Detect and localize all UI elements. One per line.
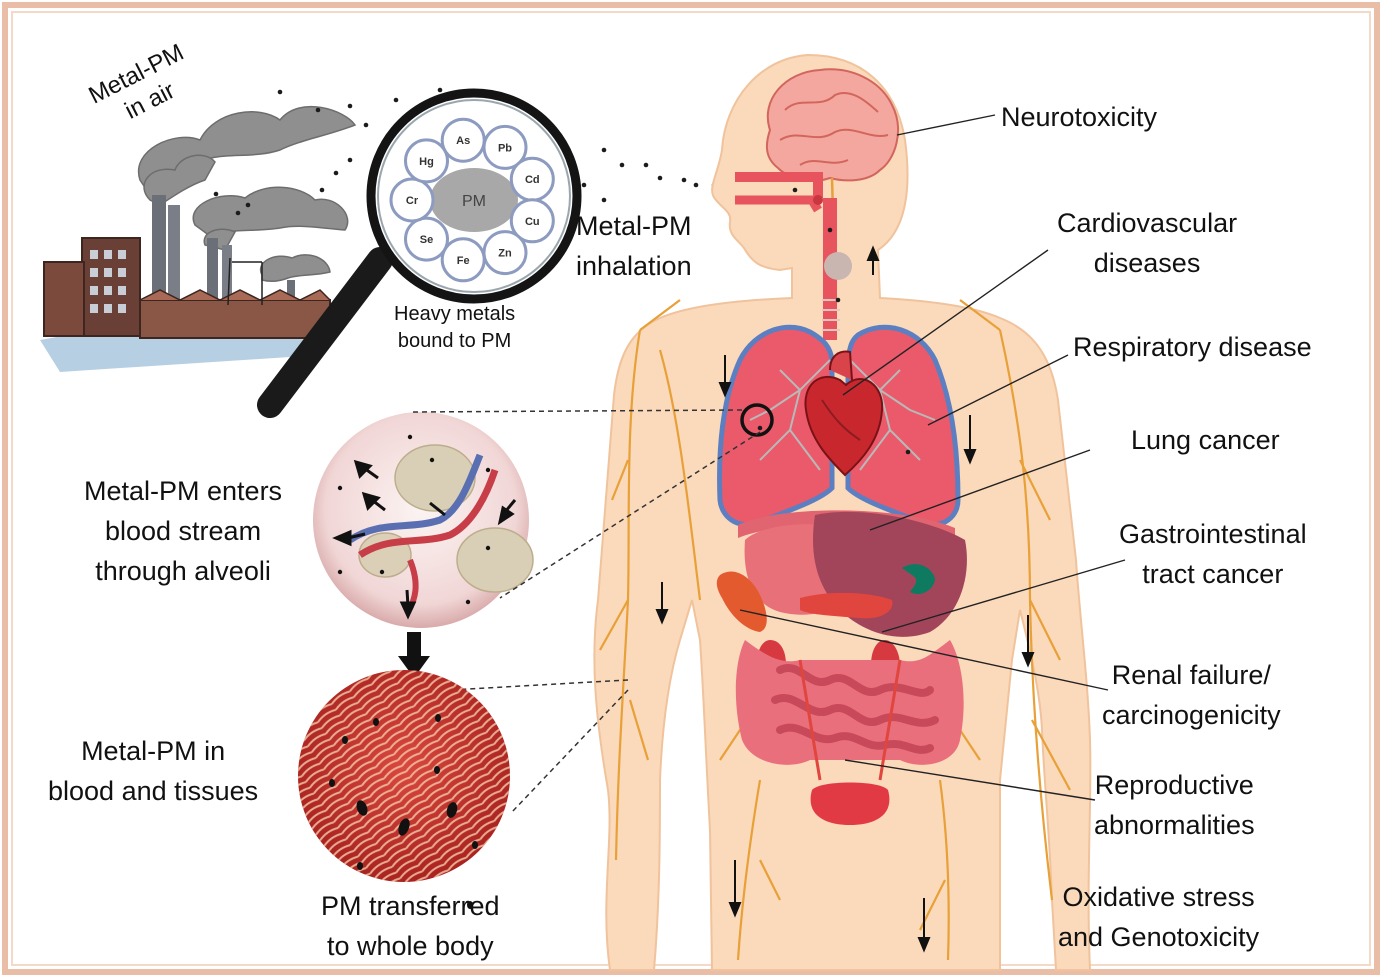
pm-core (430, 168, 518, 232)
pm-core-label: PM (462, 193, 486, 210)
abdominal-organs (716, 510, 967, 825)
effect-lung-cancer: Lung cancer (1131, 420, 1280, 460)
effect-oxidative-text: Oxidative stress and Genotoxicity (1058, 882, 1260, 952)
tissue-zoom (298, 670, 510, 909)
metal-label: Pb (498, 142, 512, 154)
spleen (716, 571, 767, 632)
metal-label: Cr (406, 195, 419, 207)
down-arrow (398, 632, 430, 678)
effect-oxidative: Oxidative stress and Genotoxicity (1058, 877, 1259, 957)
label-alveoli-text: Metal-PM enters blood stream through alv… (84, 476, 283, 586)
effect-cardiovascular: Cardiovascular diseases (1057, 203, 1237, 283)
alveoli-zoom (313, 412, 534, 628)
effect-respiratory-text: Respiratory disease (1073, 332, 1312, 362)
metal-label: As (456, 135, 470, 147)
effect-neurotoxicity: Neurotoxicity (1001, 97, 1157, 137)
label-transferred: PM transferred to whole body (321, 886, 500, 966)
label-transferred-text: PM transferred to whole body (321, 891, 500, 961)
lungs (717, 324, 961, 528)
leader-lines (739, 114, 1126, 801)
metal-label: Cu (525, 216, 540, 228)
effect-gastrointestinal-text: Gastrointestinal tract cancer (1119, 519, 1307, 589)
factory-building-left (43, 261, 85, 337)
factory-roof (139, 289, 331, 301)
effect-renal-text: Renal failure/ carcinogenicity (1102, 660, 1281, 730)
pancreas (800, 592, 893, 619)
metal-label: Se (420, 234, 433, 246)
alveoli-zoom-circle (740, 403, 774, 437)
factory-hall (139, 299, 331, 339)
effect-reproductive: Reproductive abnormalities (1094, 765, 1255, 845)
factory-illustration (40, 105, 357, 372)
chimney-2 (168, 205, 180, 310)
chimney-4 (222, 245, 232, 307)
effect-renal: Renal failure/ carcinogenicity (1102, 655, 1281, 735)
effect-reproductive-text: Reproductive abnormalities (1094, 770, 1255, 840)
metal-circle (440, 237, 486, 283)
label-heavy-metals-text: Heavy metals bound to PM (394, 303, 516, 352)
label-heavy-metals: Heavy metals bound to PM (394, 301, 515, 355)
metal-circle (404, 138, 449, 184)
transport-arrows (655, 245, 1035, 953)
metal-label: Cd (525, 174, 540, 186)
air-particles (213, 87, 717, 216)
body-particles (757, 187, 911, 455)
metal-label: Hg (419, 156, 434, 168)
label-inhalation: Metal-PM inhalation (576, 206, 692, 286)
zoom-connectors (411, 409, 761, 813)
effect-gastrointestinal: Gastrointestinal tract cancer (1119, 514, 1307, 594)
factory-windows (90, 250, 126, 313)
bladder (810, 782, 890, 825)
label-tissues-text: Metal-PM in blood and tissues (48, 736, 259, 806)
bronchi (749, 359, 936, 471)
metal-circle (404, 216, 449, 262)
chimney-1 (152, 195, 166, 310)
metal-circle (389, 177, 435, 223)
metal-label: Zn (498, 248, 512, 260)
effect-cardiovascular-text: Cardiovascular diseases (1057, 208, 1238, 278)
metal-circle (482, 124, 528, 170)
label-alveoli: Metal-PM enters blood stream through alv… (84, 471, 282, 591)
label-tissues: Metal-PM in blood and tissues (48, 731, 258, 811)
effect-neurotoxicity-text: Neurotoxicity (1001, 102, 1158, 132)
chimney-3 (207, 238, 218, 308)
chimney-5 (287, 280, 295, 308)
heart (804, 350, 884, 477)
alveoli-circle (313, 412, 529, 628)
power-lines (227, 257, 263, 306)
effect-lung-cancer-text: Lung cancer (1131, 425, 1280, 455)
brain (765, 68, 899, 251)
effect-respiratory: Respiratory disease (1073, 327, 1312, 367)
blood-vessels (599, 299, 1071, 961)
label-inhalation-text: Metal-PM inhalation (576, 211, 692, 281)
gallbladder (902, 564, 935, 595)
small-intestine (771, 664, 939, 754)
metal-circle (509, 198, 555, 244)
airway (735, 172, 852, 340)
smoke-plumes (137, 105, 357, 283)
frame-inner-border (11, 11, 1371, 966)
metal-label: Fe (457, 255, 470, 267)
magnifier-handle (257, 247, 393, 418)
